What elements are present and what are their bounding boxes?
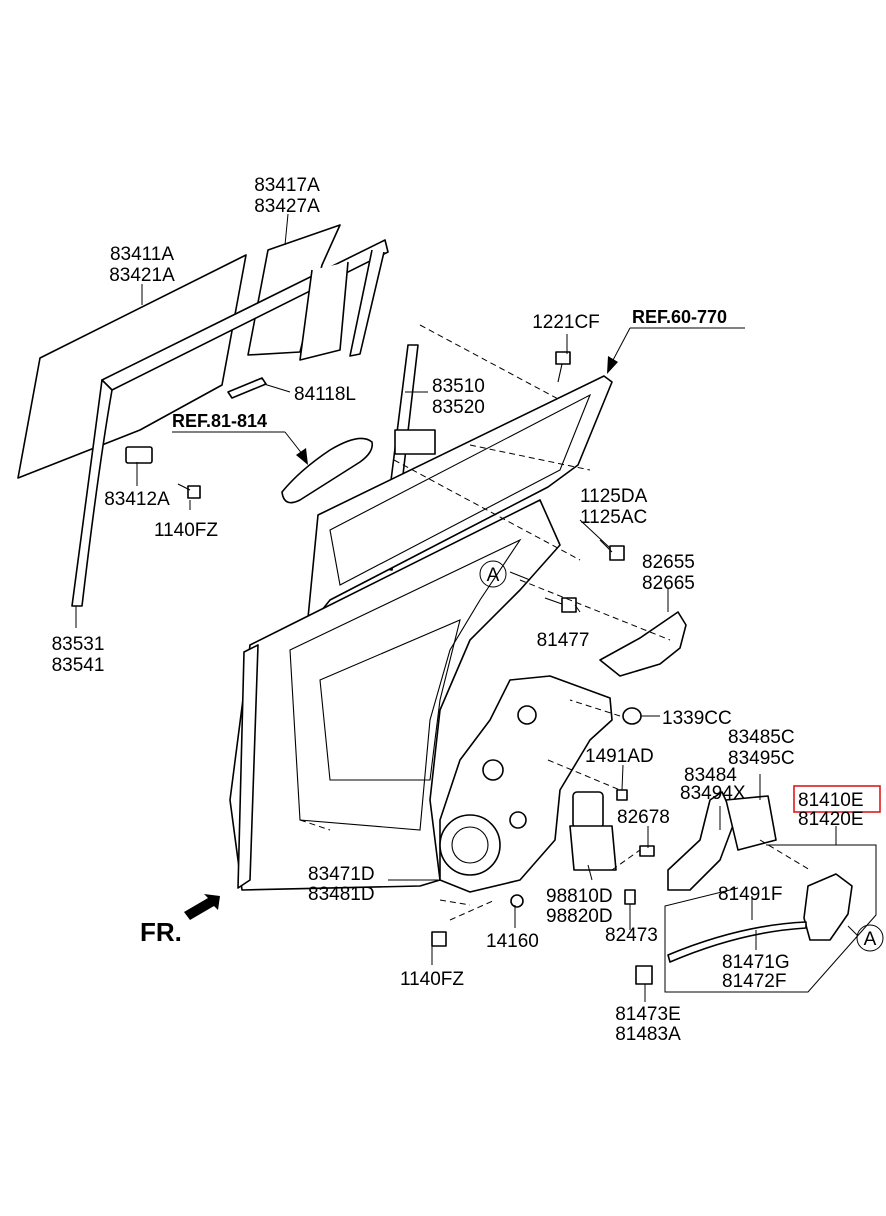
label-81473e: 81473E (615, 1004, 681, 1025)
callout-a-right-circle (856, 924, 884, 952)
bolt-1125da (599, 539, 625, 561)
label-81491f: 81491F (718, 884, 782, 905)
highlight-box-81410e (793, 785, 881, 813)
leader-lines (75, 213, 859, 1002)
label-83481d: 83481D (308, 884, 375, 905)
bolt-82473 (624, 889, 636, 905)
callout-a-right: A (864, 929, 877, 950)
ref-60-770-arrow (607, 327, 745, 374)
label-83485c: 83485C (728, 727, 795, 748)
label-1140fz-bottom: 1140FZ (400, 969, 464, 990)
phantom-lines (299, 324, 811, 921)
label-83484: 83484 (684, 765, 737, 786)
label-83531: 83531 (52, 634, 105, 655)
label-83494x: 83494X (680, 783, 746, 804)
window-regulator-module (439, 675, 613, 893)
label-81472f: 81472F (722, 971, 786, 992)
bolt-82678 (639, 845, 655, 857)
door-inner-panel (229, 499, 561, 891)
label-81410e: 81410E (798, 790, 864, 811)
label-83417a: 83417A (254, 175, 320, 196)
label-82473: 82473 (605, 925, 658, 946)
inside-handle-rod (667, 791, 777, 891)
label-83495c: 83495C (728, 748, 795, 769)
label-1125ac: 1125AC (580, 507, 647, 528)
outside-handle (281, 437, 374, 504)
label-98810d: 98810D (546, 886, 613, 907)
door-latch-assembly (803, 873, 853, 941)
label-81420e: 81420E (798, 809, 864, 830)
label-83471d: 83471D (308, 864, 375, 885)
label-fr: FR. (140, 917, 182, 947)
label-81483a: 81483A (615, 1024, 681, 1045)
label-81471g: 81471G (722, 952, 790, 973)
bolt-81477 (544, 597, 577, 613)
bolt-1140fz-top (177, 483, 201, 499)
window-motor (569, 791, 617, 871)
glass-holder-bracket (125, 446, 153, 464)
part-labels: 83417A 83427A 83411A 83421A 84118L 83510… (52, 175, 877, 1045)
label-83411a: 83411A (110, 244, 174, 265)
latch-cable (667, 921, 807, 963)
glass-run-channel (71, 239, 389, 607)
label-98820d: 98820D (546, 906, 613, 927)
label-1339cc: 1339CC (662, 708, 732, 729)
label-83427a: 83427A (254, 196, 320, 217)
label-1140fz-top: 1140FZ (154, 520, 218, 541)
label-1221cf: 1221CF (532, 312, 600, 333)
door-check-bracket (599, 611, 687, 677)
clip-1491ad (616, 789, 628, 801)
label-1491ad: 1491AD (585, 746, 654, 767)
label-81477: 81477 (537, 630, 590, 651)
cable-clip-81473e (635, 965, 653, 985)
latch-kit-outline (664, 844, 877, 993)
label-83541: 83541 (52, 655, 105, 676)
ref-60-770: REF.60-770 (632, 307, 727, 327)
bolt-1221cf (555, 351, 571, 383)
label-1125da: 1125DA (580, 486, 648, 507)
label-82665: 82665 (642, 573, 695, 594)
grommet-1339cc (622, 707, 642, 725)
label-84118l: 84118L (294, 384, 356, 405)
front-direction-arrow (184, 894, 220, 920)
ref-81-814: REF.81-814 (172, 411, 267, 431)
bolt-1140fz-bottom (431, 931, 447, 947)
label-83421a: 83421A (109, 265, 175, 286)
plug-14160 (510, 894, 524, 908)
door-outer-skin-edge (237, 644, 259, 889)
label-82655: 82655 (642, 552, 695, 573)
label-83520: 83520 (432, 397, 485, 418)
label-82678: 82678 (617, 807, 670, 828)
label-14160: 14160 (486, 931, 539, 952)
callout-a-left: A (487, 565, 500, 586)
sealing-patch (227, 377, 267, 399)
label-83412a: 83412A (104, 489, 170, 510)
ref-81-814-arrow (172, 431, 308, 465)
callout-a-left-circle (479, 560, 507, 588)
label-83510: 83510 (432, 376, 485, 397)
